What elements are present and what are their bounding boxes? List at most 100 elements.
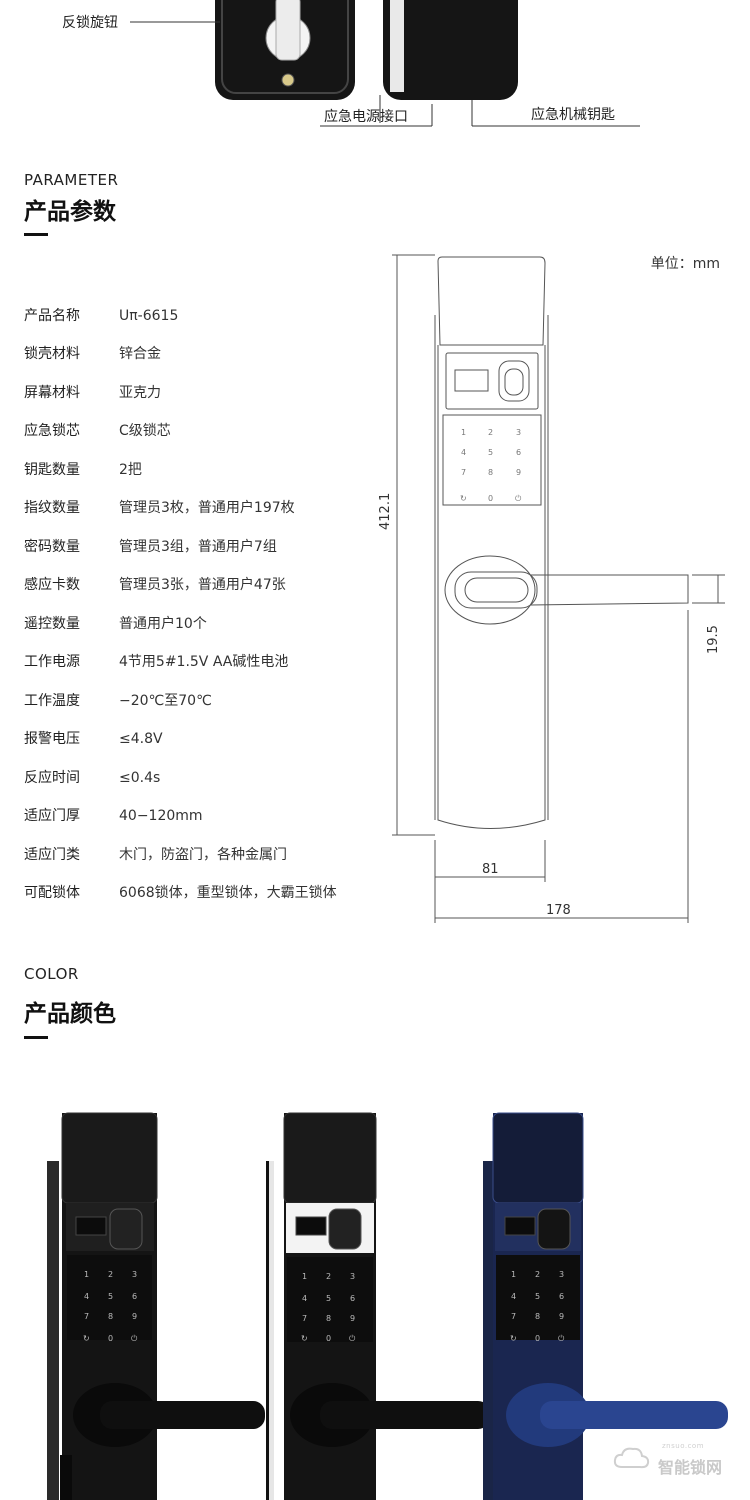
param-row: 可配锁体 6068锁体，重型锁体，大霸王锁体 bbox=[24, 883, 337, 903]
svg-text:5: 5 bbox=[535, 1292, 540, 1301]
svg-text:0: 0 bbox=[108, 1334, 113, 1343]
param-label: 密码数量 bbox=[24, 539, 80, 555]
svg-text:7: 7 bbox=[461, 468, 466, 477]
svg-text:8: 8 bbox=[488, 468, 493, 477]
svg-text:6: 6 bbox=[559, 1292, 564, 1301]
param-label: 感应卡数 bbox=[24, 577, 80, 593]
svg-text:7: 7 bbox=[511, 1312, 516, 1321]
callout-reverse-lock-knob: 反锁旋钮 bbox=[62, 15, 118, 31]
param-row: 钥匙数量 2把 bbox=[24, 460, 142, 480]
param-label: 产品名称 bbox=[24, 308, 80, 324]
watermark-text: 智能锁网 bbox=[658, 1458, 723, 1477]
param-row: 锁壳材料锌合金 bbox=[24, 344, 161, 364]
param-value: 40−120mm bbox=[119, 808, 203, 824]
param-label: 可配锁体 bbox=[24, 885, 80, 901]
param-value: 6068锁体，重型锁体，大霸王锁体 bbox=[119, 885, 337, 901]
watermark-cloud-icon bbox=[613, 1447, 650, 1469]
param-value: 亚克力 bbox=[119, 385, 161, 401]
dim-height-label: 412.1 bbox=[378, 492, 393, 530]
svg-text:5: 5 bbox=[488, 448, 493, 457]
svg-text:4: 4 bbox=[84, 1292, 89, 1301]
svg-text:9: 9 bbox=[132, 1312, 137, 1321]
param-value: 管理员3组，普通用户7组 bbox=[119, 539, 277, 555]
svg-text:⏻: ⏻ bbox=[131, 1334, 138, 1343]
callout-emergency-key: 应急机械钥匙 bbox=[531, 107, 615, 123]
param-row: 指纹数量管理员3枚，普通用户197枚 bbox=[24, 498, 295, 518]
param-value: 2把 bbox=[119, 462, 142, 478]
param-label: 反应时间 bbox=[24, 770, 80, 786]
dim-total-width-label: 178 bbox=[546, 903, 571, 918]
param-value: Uπ-6615 bbox=[119, 308, 179, 324]
param-value: ≤0.4s bbox=[119, 770, 161, 786]
svg-text:↻: ↻ bbox=[301, 1334, 308, 1343]
param-label: 工作电源 bbox=[24, 654, 80, 670]
svg-text:3: 3 bbox=[516, 428, 521, 437]
dim-width-label: 81 bbox=[482, 862, 499, 877]
svg-text:8: 8 bbox=[326, 1314, 331, 1323]
svg-text:6: 6 bbox=[132, 1292, 137, 1301]
param-value: −20℃至70℃ bbox=[119, 693, 212, 709]
svg-text:1: 1 bbox=[84, 1270, 89, 1279]
svg-text:4: 4 bbox=[511, 1292, 516, 1301]
param-label: 工作温度 bbox=[24, 693, 80, 709]
param-value: ≤4.8V bbox=[119, 731, 163, 747]
svg-text:3: 3 bbox=[559, 1270, 564, 1279]
svg-text:6: 6 bbox=[350, 1294, 355, 1303]
lock-front-image bbox=[130, 0, 640, 127]
callout-emergency-power: 应急电源接口 bbox=[324, 109, 408, 125]
svg-text:↻: ↻ bbox=[83, 1334, 90, 1343]
svg-text:⏻: ⏻ bbox=[515, 494, 522, 503]
param-label: 遥控数量 bbox=[24, 616, 80, 632]
svg-text:0: 0 bbox=[535, 1334, 540, 1343]
svg-text:↻: ↻ bbox=[460, 494, 467, 503]
svg-text:8: 8 bbox=[535, 1312, 540, 1321]
svg-text:2: 2 bbox=[326, 1272, 331, 1281]
param-value: 普通用户10个 bbox=[119, 616, 207, 632]
svg-text:9: 9 bbox=[350, 1314, 355, 1323]
svg-text:2: 2 bbox=[108, 1270, 113, 1279]
svg-text:1: 1 bbox=[302, 1272, 307, 1281]
param-row: 密码数量 管理员3组，普通用户7组 bbox=[24, 537, 277, 557]
param-value: C级锁芯 bbox=[119, 423, 171, 439]
param-value: 管理员3张，普通用户47张 bbox=[119, 577, 286, 593]
param-row: 屏幕材料 亚克力 bbox=[24, 383, 161, 403]
svg-text:3: 3 bbox=[132, 1270, 137, 1279]
svg-text:4: 4 bbox=[461, 448, 466, 457]
param-label: 钥匙数量 bbox=[24, 462, 80, 478]
svg-text:1: 1 bbox=[511, 1270, 516, 1279]
param-row: 适应门类木门，防盗门，各种金属门 bbox=[24, 845, 287, 865]
param-value: 4节用5#1.5V AA碱性电池 bbox=[119, 654, 289, 670]
parameter-title-en: PARAMETER bbox=[24, 171, 119, 189]
color-title-cn: 产品颜色 bbox=[24, 1001, 116, 1027]
param-row: 感应卡数 管理员3张，普通用户47张 bbox=[24, 575, 286, 595]
param-row: 反应时间 ≤0.4s bbox=[24, 768, 160, 788]
svg-text:9: 9 bbox=[516, 468, 521, 477]
parameter-title-bar bbox=[24, 233, 48, 236]
svg-text:3: 3 bbox=[350, 1272, 355, 1281]
param-row: 遥控数量 普通用户10个 bbox=[24, 614, 207, 634]
param-row: 适应门厚 40−120mm bbox=[24, 806, 203, 826]
unit-label: 单位：mm bbox=[650, 256, 720, 272]
svg-text:7: 7 bbox=[84, 1312, 89, 1321]
param-label: 屏幕材料 bbox=[24, 385, 80, 401]
svg-text:9: 9 bbox=[559, 1312, 564, 1321]
param-value: 锌合金 bbox=[119, 346, 161, 362]
dim-handle-label: 19.5 bbox=[706, 625, 721, 654]
svg-text:0: 0 bbox=[488, 494, 493, 503]
param-label: 指纹数量 bbox=[24, 500, 80, 516]
param-label: 适应门厚 bbox=[24, 808, 80, 824]
svg-text:1: 1 bbox=[461, 428, 466, 437]
svg-text:8: 8 bbox=[108, 1312, 113, 1321]
param-value: 木门，防盗门，各种金属门 bbox=[119, 847, 287, 863]
svg-text:⏻: ⏻ bbox=[558, 1334, 565, 1343]
svg-text:7: 7 bbox=[302, 1314, 307, 1323]
parameter-title-cn: 产品参数 bbox=[24, 199, 116, 225]
param-label: 应急锁芯 bbox=[24, 423, 80, 439]
param-row: 产品名称 Uπ-6615 bbox=[24, 306, 178, 326]
svg-text:0: 0 bbox=[326, 1334, 331, 1343]
